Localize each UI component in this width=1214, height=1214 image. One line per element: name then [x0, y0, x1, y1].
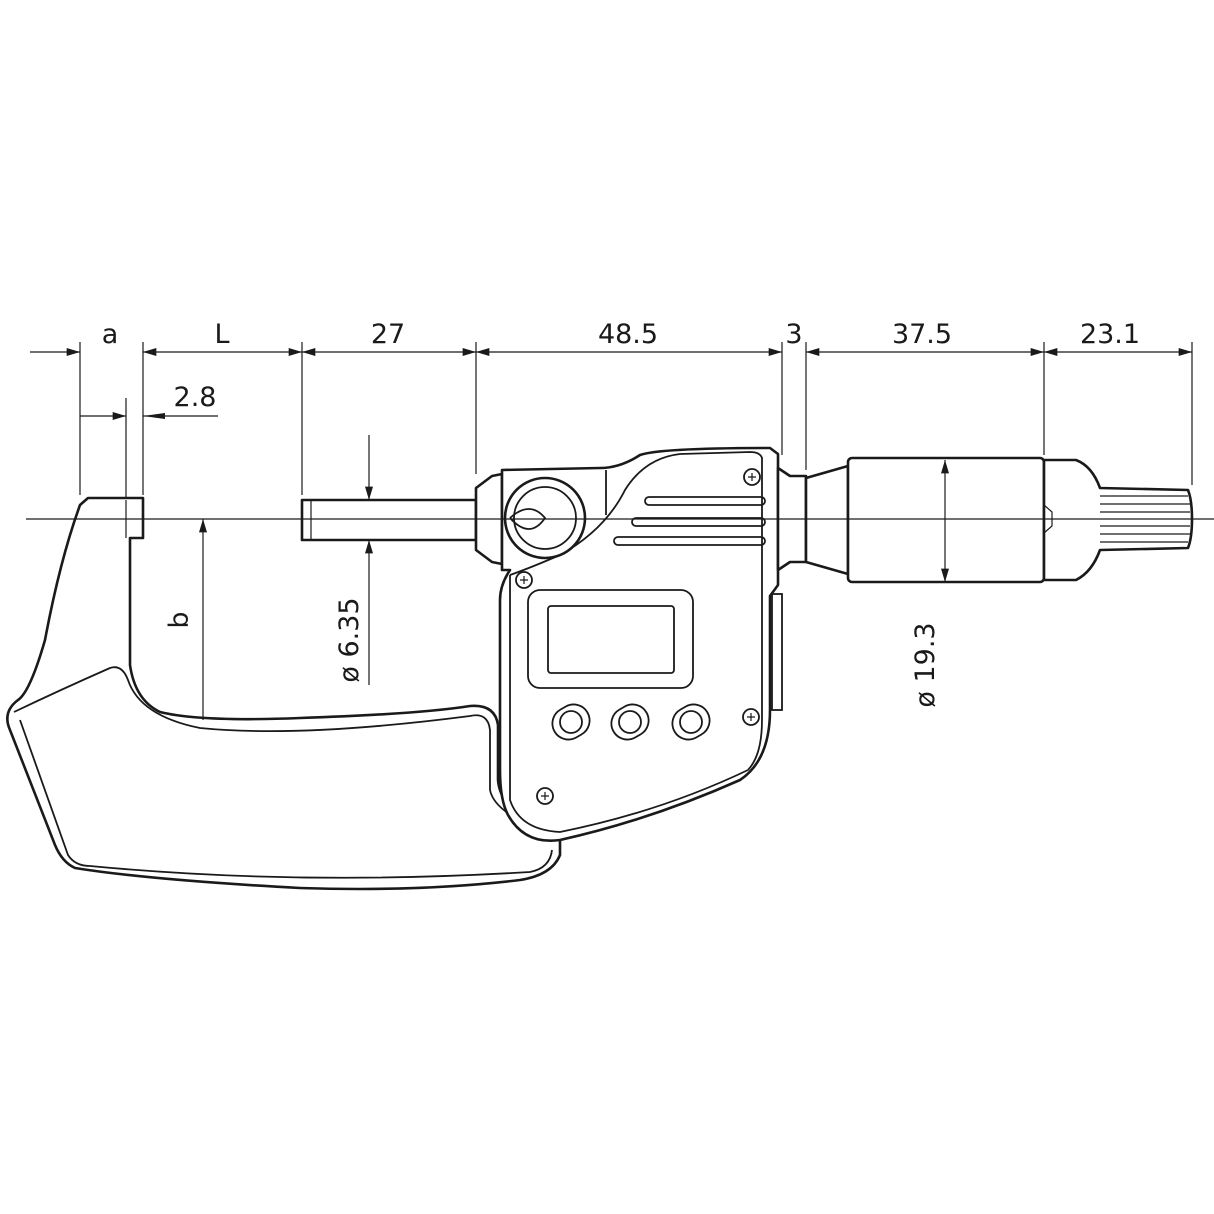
dim-48-5-label: 48.5 — [598, 319, 658, 350]
screw-icons — [515, 468, 761, 805]
frame — [6, 496, 562, 891]
thimble — [776, 456, 1194, 584]
dim-a-label: a — [102, 319, 119, 350]
extension-lines — [79, 342, 1193, 498]
buttons — [551, 703, 711, 741]
body — [498, 446, 783, 842]
dim-b-label: b — [164, 611, 195, 628]
dim-3-label: 3 — [785, 319, 802, 350]
dim-27-label: 27 — [371, 319, 405, 350]
dim-L-label: L — [214, 319, 229, 350]
dim-spindle-diameter-label: ø 6.35 — [334, 597, 365, 682]
dim-thimble-diameter-label: ø 19.3 — [910, 622, 941, 707]
dim-37-5-label: 37.5 — [892, 319, 952, 350]
dim-23-1-label: 23.1 — [1080, 319, 1140, 350]
dimension-lines — [30, 348, 1192, 720]
dim-2-8-label: 2.8 — [174, 382, 217, 413]
